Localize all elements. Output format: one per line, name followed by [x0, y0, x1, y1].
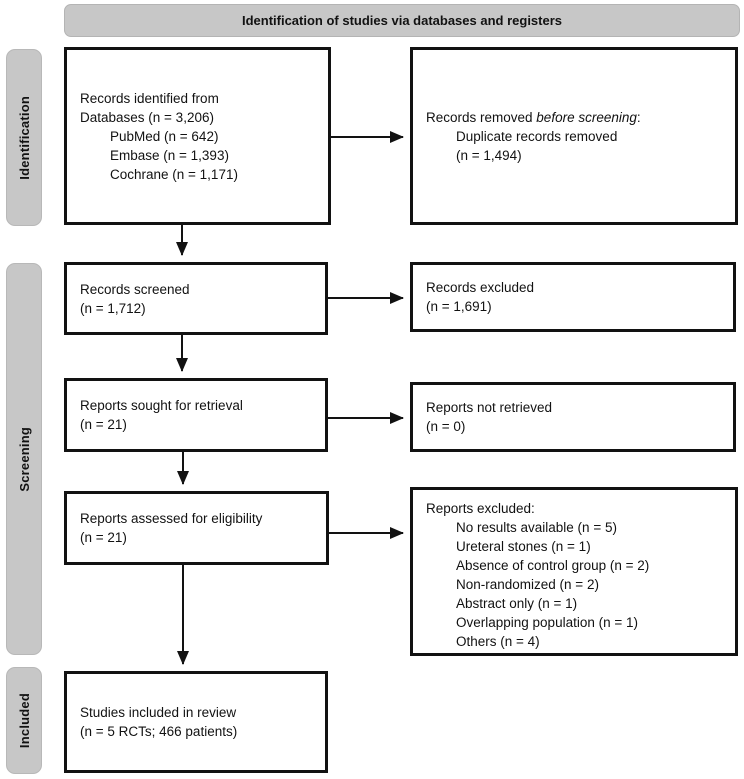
box-text-line: (n = 21) [80, 530, 127, 545]
box-reports-not-retrieved: Reports not retrieved (n = 0) [410, 382, 736, 452]
banner-title: Identification of studies via databases … [241, 13, 563, 28]
box-text-line: Records screened [80, 281, 190, 297]
box-text-line: Reports sought for retrieval [80, 398, 243, 413]
stage-included: Included [6, 667, 42, 774]
box-records-identified: Records identified from Databases (n = 3… [64, 47, 331, 225]
box-text-line: Reports excluded: [426, 501, 535, 516]
box-text-line: PubMed (n = 642) [110, 128, 219, 144]
box-text-line: Databases (n = 3,206) [80, 109, 214, 125]
box-text-line: Embase (n = 1,393) [110, 147, 229, 163]
box-reports-assessed: Reports assessed for eligibility (n = 21… [64, 491, 329, 565]
box-reports-sought: Reports sought for retrieval (n = 21) [64, 378, 328, 452]
box-text-line: (n = 1,712) [80, 300, 146, 316]
box-text-segment-italic: before screening [536, 109, 637, 125]
box-records-removed-before-screening: Records removed before screening: Duplic… [410, 47, 738, 225]
exclusion-reason: No results available (n = 5) [456, 520, 617, 535]
box-text-line: Reports not retrieved [426, 400, 553, 415]
exclusion-reason: Absence of control group (n = 2) [456, 558, 650, 573]
stage-included-label: Included [16, 692, 32, 749]
box-text-line: (n = 0) [426, 419, 466, 434]
box-text-line: Reports assessed for eligibility [80, 511, 263, 526]
box-studies-included: Studies included in review (n = 5 RCTs; … [64, 671, 328, 773]
exclusion-reason: Non-randomized (n = 2) [456, 577, 599, 592]
box-text-line: (n = 1,494) [456, 147, 522, 163]
stage-screening-label: Screening [16, 426, 32, 492]
box-text-line: (n = 21) [80, 417, 127, 432]
stage-screening: Screening [6, 263, 42, 655]
stage-identification-label: Identification [16, 95, 32, 180]
box-records-screened: Records screened (n = 1,712) [64, 262, 328, 335]
box-text-line: Records identified from [80, 90, 219, 106]
stage-identification: Identification [6, 49, 42, 226]
box-text-line: Studies included in review [80, 705, 237, 720]
box-text-segment: : [636, 109, 641, 125]
banner-identification-via-databases: Identification of studies via databases … [64, 4, 740, 37]
box-text-line: (n = 5 RCTs; 466 patients) [80, 724, 238, 739]
box-text-line: Records excluded [426, 280, 535, 295]
box-text-line: Records removed before screening: [426, 108, 727, 127]
box-text-line: Cochrane (n = 1,171) [110, 166, 238, 182]
box-text-segment: Records removed [426, 109, 537, 125]
exclusion-reason: Overlapping population (n = 1) [456, 615, 638, 630]
box-text-line: Duplicate records removed [456, 128, 618, 144]
exclusion-reason: Abstract only (n = 1) [456, 596, 578, 611]
exclusion-reason: Others (n = 4) [456, 634, 540, 649]
box-records-excluded: Records excluded (n = 1,691) [410, 262, 736, 332]
exclusion-reason: Ureteral stones (n = 1) [456, 539, 591, 554]
box-reports-excluded: Reports excluded: No results available (… [410, 487, 738, 656]
box-text-line: (n = 1,691) [426, 299, 492, 314]
